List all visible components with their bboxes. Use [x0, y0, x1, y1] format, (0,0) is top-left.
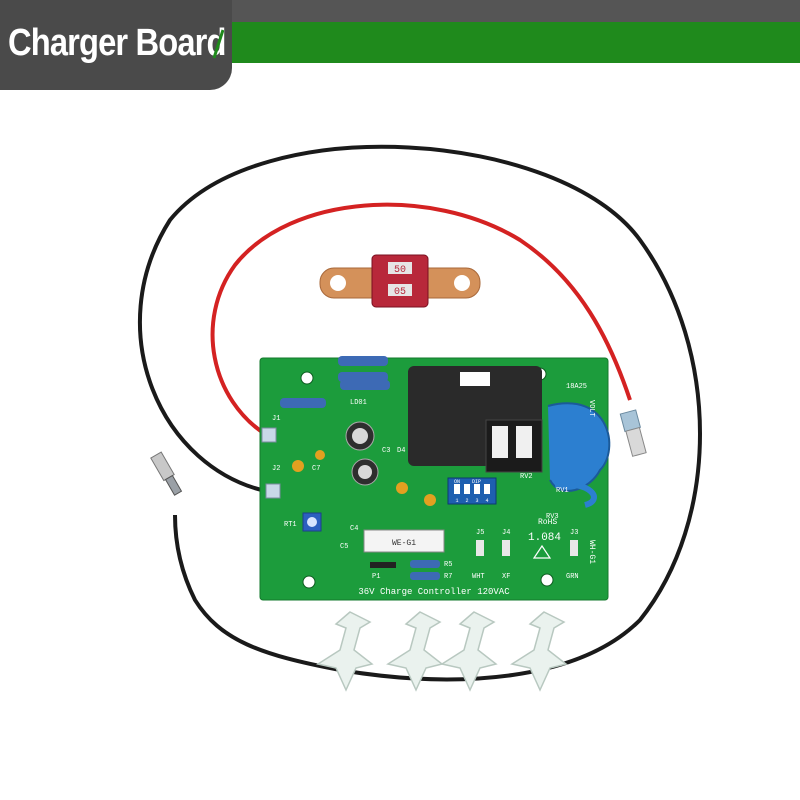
svg-text:4: 4 — [485, 498, 488, 504]
red-wire — [210, 202, 632, 438]
svg-text:R5: R5 — [444, 561, 452, 569]
product-photo: 50 05 — [137, 144, 702, 692]
svg-text:D4: D4 — [397, 447, 405, 455]
circuit-board: WE-G1 ON DIP 1 2 3 4 J1 J2 RT1 P1 LD01 C… — [259, 356, 611, 601]
svg-text:J4: J4 — [502, 529, 510, 537]
svg-text:XF: XF — [502, 573, 510, 581]
svg-text:WE-G1: WE-G1 — [392, 539, 416, 548]
svg-text:VOLT: VOLT — [587, 400, 595, 417]
svg-text:RoHS: RoHS — [538, 518, 557, 527]
svg-text:36V Charge Controller 120VAC: 36V Charge Controller 120VAC — [358, 587, 510, 597]
svg-text:ON: ON — [454, 479, 460, 485]
svg-text:LD01: LD01 — [350, 399, 367, 407]
svg-text:P1: P1 — [372, 573, 380, 581]
standoff-clip — [316, 611, 568, 692]
spade-terminal-left — [150, 451, 183, 496]
svg-text:DIP: DIP — [472, 479, 481, 485]
svg-text:C7: C7 — [312, 465, 320, 473]
header-accent-bar — [205, 22, 800, 63]
svg-text:J3: J3 — [570, 529, 578, 537]
svg-text:1: 1 — [455, 498, 458, 504]
svg-text:WHT: WHT — [472, 573, 485, 581]
slash-decoration-icon — [212, 29, 224, 59]
page-title: Charger Board — [8, 22, 226, 64]
svg-text:RV2: RV2 — [520, 473, 533, 481]
svg-text:C4: C4 — [350, 525, 358, 533]
svg-text:C3: C3 — [382, 447, 390, 455]
svg-text:18A25: 18A25 — [566, 383, 587, 391]
svg-text:RT1: RT1 — [284, 521, 297, 529]
fuse: 50 05 — [319, 254, 481, 308]
svg-text:C5: C5 — [340, 543, 348, 551]
svg-text:J5: J5 — [476, 529, 484, 537]
svg-text:GRN: GRN — [566, 573, 579, 581]
svg-text:3: 3 — [475, 498, 478, 504]
svg-text:J1: J1 — [272, 415, 280, 423]
svg-text:RV3: RV3 — [546, 513, 559, 521]
svg-text:J2: J2 — [272, 465, 280, 473]
svg-text:05: 05 — [394, 287, 406, 298]
black-wire — [137, 144, 702, 682]
spade-terminal-right — [619, 409, 647, 457]
svg-text:WH-G1: WH-G1 — [587, 540, 596, 564]
svg-text:RV1: RV1 — [556, 487, 569, 495]
svg-text:1.084: 1.084 — [528, 532, 561, 544]
svg-text:R7: R7 — [444, 573, 452, 581]
svg-text:2: 2 — [465, 498, 468, 504]
header-banner: Charger Board — [0, 0, 800, 90]
svg-text:50: 50 — [394, 265, 406, 276]
header-title-tab — [0, 0, 232, 90]
